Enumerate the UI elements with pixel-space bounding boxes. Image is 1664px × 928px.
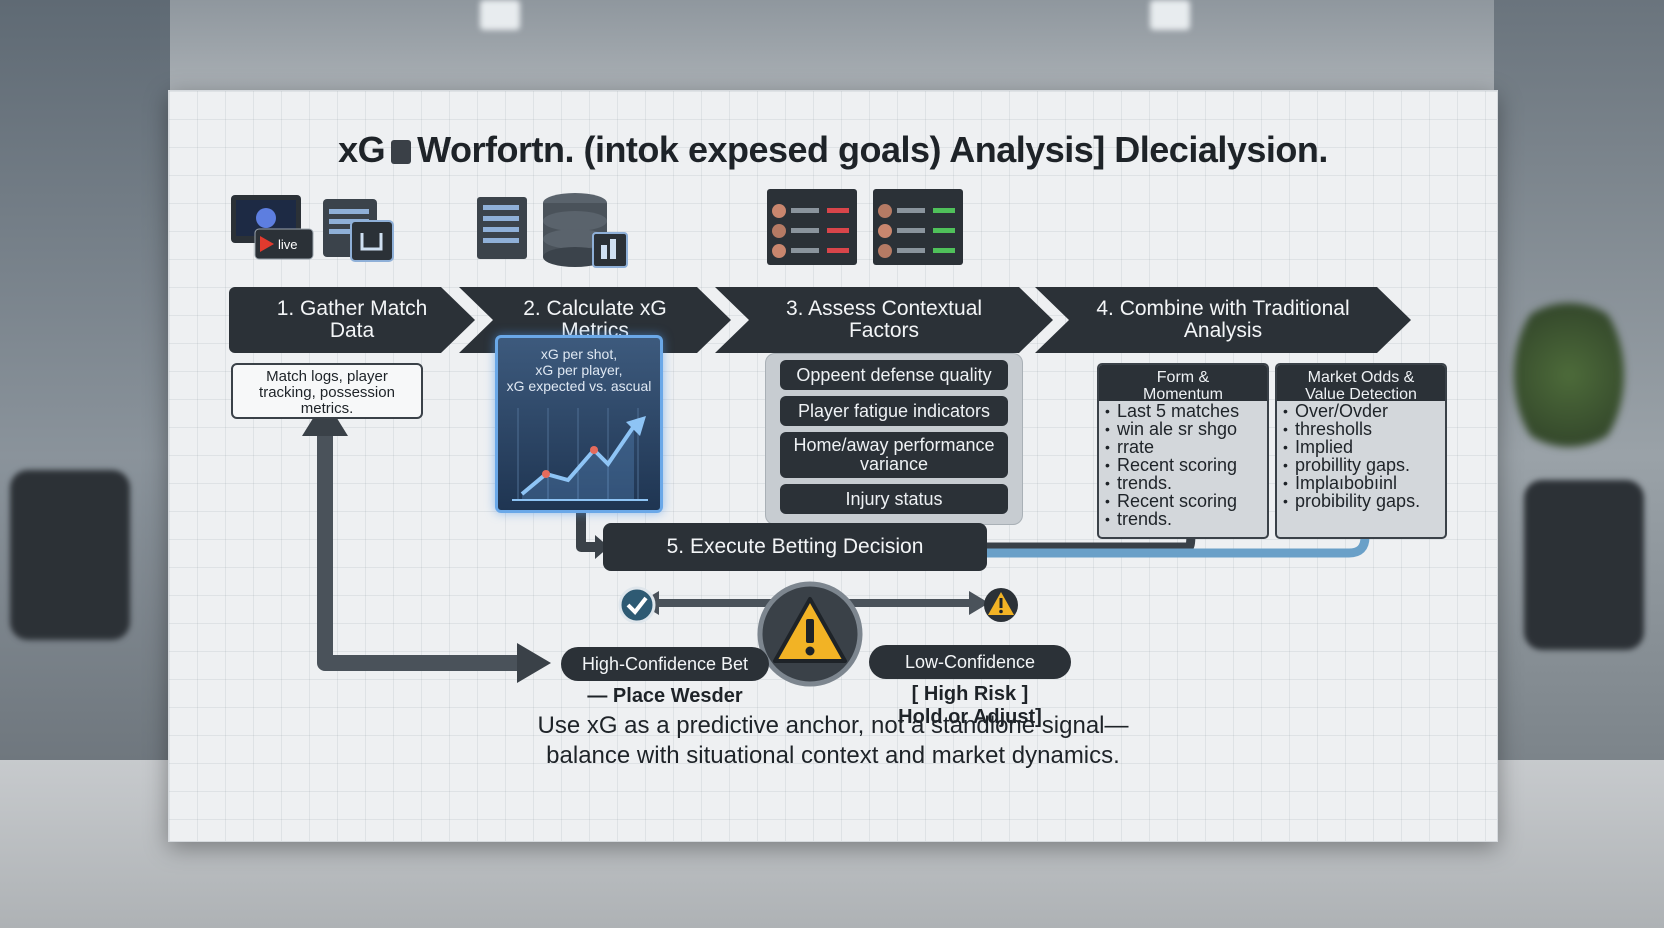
- card-header: Market Odds &Value Detection: [1277, 365, 1445, 403]
- list-item: Last 5 matches: [1105, 402, 1267, 420]
- list-item: thresholls: [1283, 420, 1445, 438]
- office-plant: [1514, 290, 1624, 460]
- step-label: 2. Calculate xG: [523, 297, 667, 320]
- live-badge: live: [278, 237, 298, 252]
- list-item: Over/Ovder: [1283, 402, 1445, 420]
- metric-line: xG per shot,: [540, 346, 618, 362]
- factor-label: Player fatigue indicators: [797, 400, 991, 421]
- list-item: Recent scoring: [1105, 456, 1267, 474]
- check-icon: [618, 586, 656, 624]
- factor-label: Oppeent defense quality: [796, 364, 992, 385]
- card-market-odds: Market Odds &Value Detection Over/Ovder …: [1275, 363, 1447, 539]
- list-item: Implaıbobıinl: [1283, 474, 1445, 492]
- feedback-loop-line: [317, 431, 517, 671]
- video-live-icon: live: [231, 195, 394, 262]
- outcome-label: High-Confidence Bet: [581, 653, 749, 674]
- metric-line: xG expected vs. ascual: [506, 378, 652, 394]
- list-item: trends.: [1105, 474, 1267, 492]
- gather-description: Match logs, player tracking, possession …: [231, 363, 423, 419]
- right-arrowhead: [969, 591, 989, 615]
- step-label: 3. Assess Contextual: [785, 297, 983, 320]
- title-prefix: xG: [338, 129, 386, 170]
- card-title: Value Detection: [1305, 386, 1417, 403]
- footer-line: Use xG as a predictive anchor, not a sta…: [537, 712, 1129, 739]
- list-item: win ale sr shgo: [1105, 420, 1267, 438]
- diagram-board: xG Worfortn. (intok expesed goals) Analys…: [168, 90, 1498, 842]
- diagram-title: xG Worfortn. (intok expesed goals) Analys…: [169, 129, 1497, 171]
- step-label: 4. Combine with Traditional: [1096, 297, 1350, 320]
- step-label: Data: [329, 319, 375, 342]
- office-ceiling: [0, 0, 1664, 90]
- list-item: Recent scoring: [1105, 492, 1267, 510]
- execute-label: 5. Execute Betting Decision: [666, 535, 924, 558]
- list-item: Implied: [1283, 438, 1445, 456]
- chip-icon: [391, 140, 412, 164]
- contextual-factors-panel: Oppeent defense quality Player fatigue i…: [765, 353, 1023, 525]
- step-execute-betting-decision: 5. Execute Betting Decision: [603, 523, 987, 571]
- factor-label: Home/away performance: [793, 435, 995, 455]
- factor-label: variance: [859, 454, 929, 474]
- database-icon: [477, 193, 628, 268]
- card-title: Momentum: [1142, 386, 1224, 403]
- low-confidence-action: [ High Risk ] Hold or Adjust]: [869, 683, 1071, 729]
- list-item: probillity gaps.: [1283, 456, 1445, 474]
- factor-injury: Injury status: [780, 484, 1008, 514]
- list-item: probibility gaps.: [1283, 492, 1445, 510]
- list-item: trends.: [1105, 510, 1267, 528]
- feedback-right-arrowhead: [517, 643, 551, 683]
- factor-label: Injury status: [845, 488, 943, 509]
- office-chair: [10, 470, 130, 640]
- desc-line: metrics.: [300, 400, 354, 417]
- footer-note: Use xG as a predictive anchor, not a sta…: [169, 711, 1497, 771]
- card-list: Over/Ovder thresholls Implied probillity…: [1277, 402, 1445, 510]
- outcome-action: [ High Risk ]: [911, 683, 1029, 705]
- alert-icon: [984, 588, 1018, 622]
- card-title: Form &: [1156, 369, 1210, 386]
- office-chair: [1524, 480, 1644, 650]
- execute-arrowhead: [595, 535, 609, 559]
- outcome-label: Low-Confidence: [904, 651, 1036, 672]
- high-confidence-action: — Place Wesder: [561, 685, 769, 708]
- xg-metrics-panel: xG per shot, xG per player, xG expected …: [495, 335, 663, 513]
- card-header: Form &Momentum: [1099, 365, 1267, 403]
- card-list: Last 5 matches win ale sr shgo rrate Rec…: [1099, 402, 1267, 528]
- desc-line: Match logs, player: [266, 368, 388, 385]
- step-label: Analysis: [1183, 319, 1263, 342]
- ceiling-light: [480, 0, 520, 30]
- player-stats-icon: [767, 189, 963, 265]
- card-form-momentum: Form &Momentum Last 5 matches win ale sr…: [1097, 363, 1269, 539]
- step-label: 1. Gather Match: [276, 297, 428, 320]
- low-confidence-pill: Low-Confidence: [869, 645, 1071, 679]
- list-item: rrate: [1105, 438, 1267, 456]
- metric-line: xG per player,: [535, 362, 623, 378]
- card-title: Market Odds &: [1307, 369, 1415, 386]
- trend-chart-icon: [512, 408, 648, 501]
- office-window-left: [0, 0, 170, 760]
- factor-defense-quality: Oppeent defense quality: [780, 360, 1008, 390]
- desc-line: tracking, possession: [259, 384, 395, 401]
- warning-icon: [757, 581, 863, 687]
- outcome-action: Hold or Adjust]: [898, 706, 1042, 728]
- step-label: Factors: [848, 319, 919, 342]
- high-confidence-pill: High-Confidence Bet: [561, 647, 769, 681]
- factor-fatigue: Player fatigue indicators: [780, 396, 1008, 426]
- title-main: Worfortn. (intok expesed goals) Analysis…: [417, 129, 1328, 170]
- ceiling-light: [1150, 0, 1190, 30]
- outcome-action: — Place Wesder: [587, 685, 743, 707]
- footer-line: balance with situational context and mar…: [546, 742, 1120, 769]
